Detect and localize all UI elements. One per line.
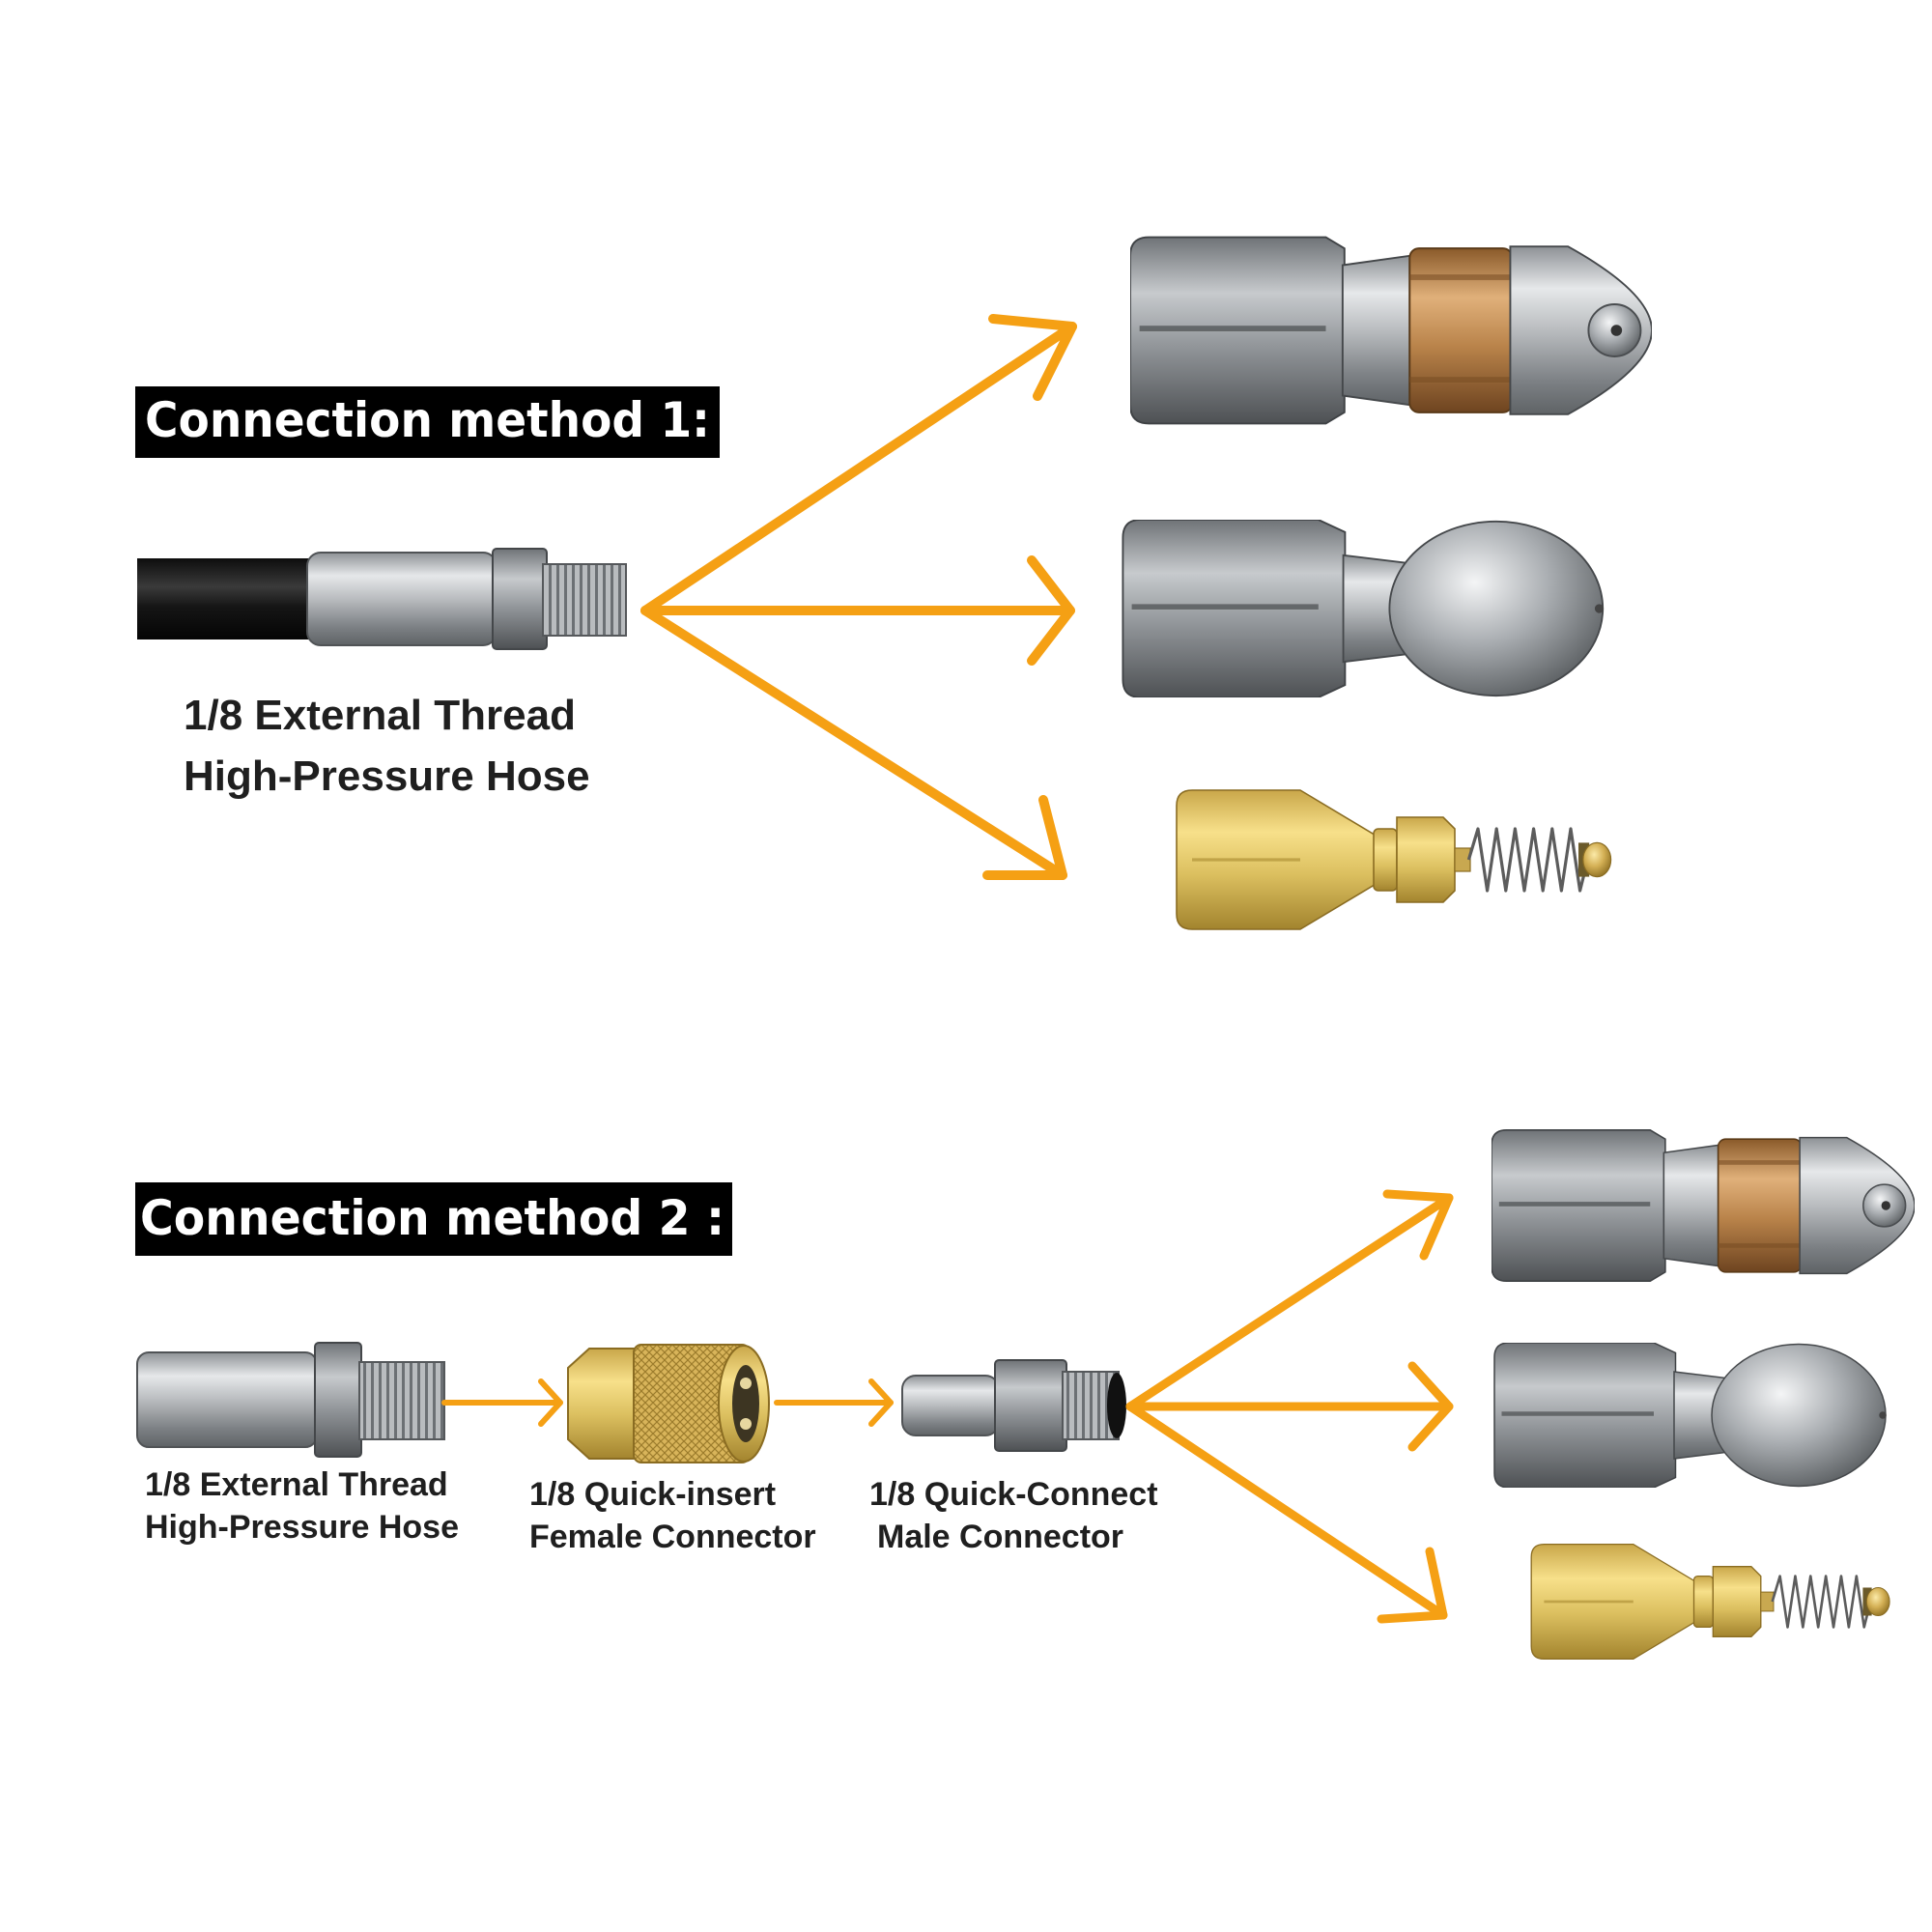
method2-section: Connection method 2 : — [135, 1128, 1915, 1662]
method1-hose-caption-line1: 1/8 External Thread — [184, 692, 576, 739]
male-quick-connector-icon — [901, 1359, 1126, 1452]
method1-arrows — [640, 314, 1077, 880]
hose-fitting-icon — [136, 1342, 445, 1458]
method1-hose-caption-line2: High-Pressure Hose — [184, 753, 590, 800]
method2-hose-caption-line1: 1/8 External Thread — [145, 1466, 448, 1503]
method2-chain-arrows — [441, 1378, 894, 1427]
rotating-nozzle-icon — [1130, 236, 1652, 425]
method2-male-caption-line2: Male Connector — [877, 1519, 1123, 1555]
method1-section: Connection method 1: 1/8 External Thread… — [135, 236, 1652, 931]
method2-arrow-bottom-head — [1377, 1547, 1448, 1624]
arrow-hose-to-female-head — [538, 1378, 563, 1427]
method1-heading-bg — [135, 386, 720, 458]
hose-fitting-icon — [137, 548, 627, 650]
method1-arrow-top — [640, 322, 1077, 615]
method2-arrow-middle-head — [1407, 1361, 1454, 1452]
method2-female-caption-line1: 1/8 Quick-insert — [529, 1476, 776, 1513]
method2-arrow-top-head — [1382, 1189, 1454, 1261]
button-nozzle-icon — [1122, 520, 1605, 697]
method1-arrow-top-head — [988, 314, 1077, 401]
method1-arrow-bottom-head — [982, 795, 1067, 880]
button-nozzle-icon — [1493, 1343, 1888, 1488]
spring-nozzle-icon — [1529, 1542, 1891, 1662]
method2-hose-caption-line2: High-Pressure Hose — [145, 1509, 459, 1546]
method2-female-caption-line2: Female Connector — [529, 1519, 816, 1555]
method1-arrow-bottom — [640, 606, 1067, 880]
spring-nozzle-icon — [1175, 788, 1613, 931]
female-quick-connector-icon — [567, 1344, 770, 1463]
method2-arrow-bottom — [1125, 1402, 1448, 1620]
method2-arrows — [1125, 1189, 1454, 1624]
method2-arrow-top — [1125, 1193, 1454, 1411]
method2-male-caption-line1: 1/8 Quick-Connect — [869, 1476, 1158, 1513]
arrow-female-to-male-head — [868, 1378, 894, 1427]
method2-heading-bg — [135, 1182, 732, 1256]
method1-heading: Connection method 1: — [145, 392, 710, 448]
method2-heading: Connection method 2 : — [140, 1190, 724, 1246]
method1-arrow-middle-head — [1027, 555, 1075, 666]
rotating-nozzle-icon — [1492, 1128, 1915, 1283]
